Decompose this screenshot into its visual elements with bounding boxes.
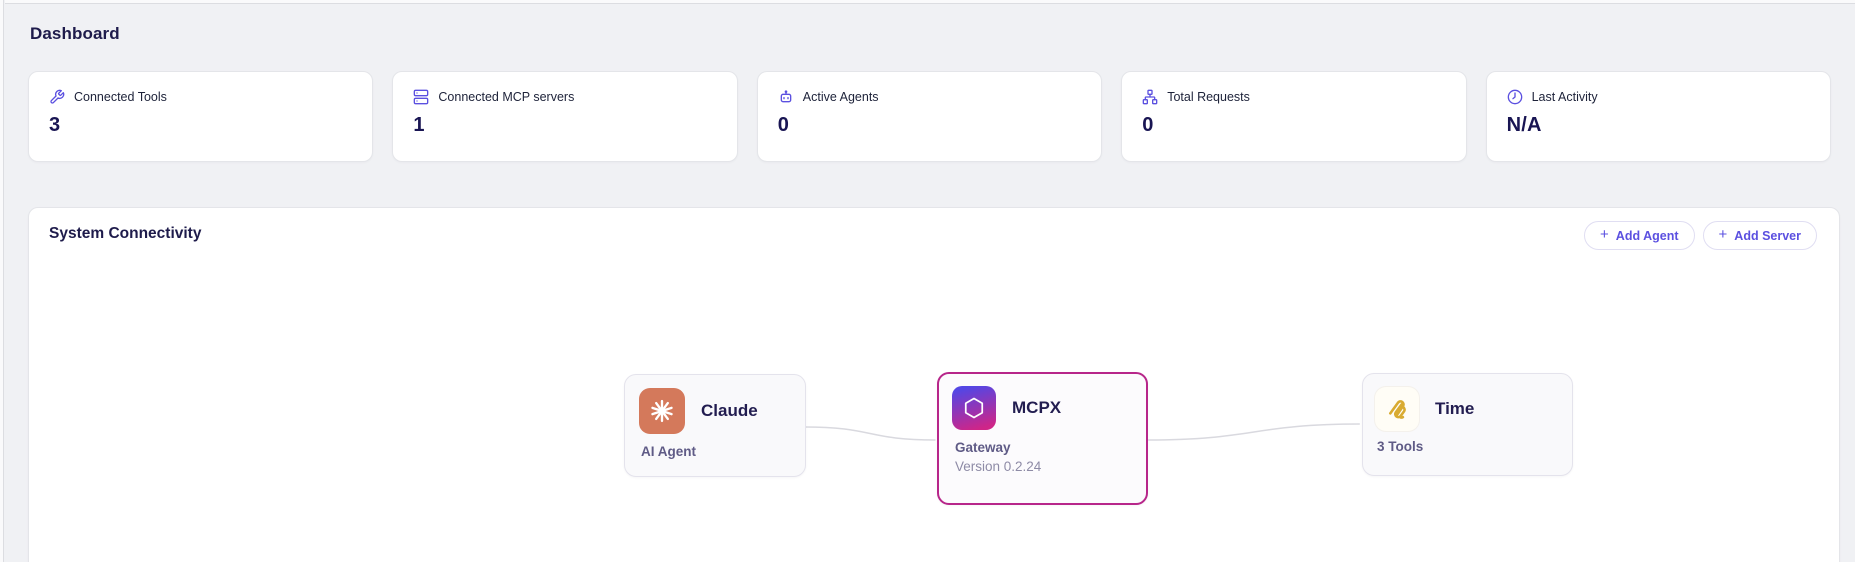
stat-value: 0: [1142, 114, 1154, 136]
app-left-edge: [0, 0, 4, 562]
node-time[interactable]: Time 3 Tools: [1362, 373, 1573, 476]
server-icon: [414, 89, 429, 105]
section-actions: + Add Agent + Add Server: [1584, 221, 1817, 250]
stat-label: Connected Tools: [74, 90, 167, 104]
node-name: Claude: [701, 401, 758, 420]
claude-logo-icon: [639, 388, 685, 434]
node-name: Time: [1435, 399, 1475, 418]
stat-label: Active Agents: [802, 90, 879, 104]
node-version: Version 0.2.24: [955, 459, 1042, 474]
page-title: Dashboard: [30, 24, 120, 43]
add-server-label: Add Server: [1734, 228, 1801, 243]
bot-icon: [780, 90, 792, 103]
mcp-time-icon: [1375, 387, 1419, 431]
stat-value: 3: [49, 114, 61, 136]
stat-value: 1: [413, 114, 425, 136]
section-title: System Connectivity: [49, 225, 202, 242]
stats-row: Connected Tools 3 Connected MCP servers …: [28, 71, 1831, 162]
stat-card-total-requests: Total Requests 0: [1121, 71, 1467, 162]
stat-card-connected-tools: Connected Tools 3: [28, 71, 374, 162]
add-server-button[interactable]: + Add Server: [1702, 221, 1817, 250]
dashboard-page: Dashboard Connected Tools 3 Connected MC…: [5, 5, 1855, 562]
plus-icon: +: [1600, 226, 1609, 243]
stat-card-active-agents: Active Agents 0: [756, 71, 1103, 162]
add-agent-button[interactable]: + Add Agent: [1584, 221, 1695, 250]
stat-label: Connected MCP servers: [438, 90, 575, 104]
plus-icon: +: [1718, 226, 1728, 243]
network-icon: [1142, 89, 1158, 105]
node-subtitle: AI Agent: [641, 444, 696, 459]
app-top-edge: [5, 0, 1855, 4]
add-agent-label: Add Agent: [1615, 228, 1679, 243]
system-connectivity-panel: System Connectivity + Add Agent + Add Se…: [28, 207, 1840, 562]
stat-label: Last Activity: [1531, 90, 1598, 104]
stat-label: Total Requests: [1167, 90, 1250, 104]
edge-mcpx-time: [1148, 423, 1360, 441]
stat-value: N/A: [1506, 114, 1542, 136]
node-name: MCPX: [1012, 398, 1062, 417]
clock-icon: [1507, 89, 1522, 105]
node-subtitle: Gateway: [955, 440, 1011, 455]
node-mcpx[interactable]: MCPX Gateway Version 0.2.24: [937, 372, 1148, 505]
stat-card-last-activity: Last Activity N/A: [1485, 71, 1831, 162]
wrench-icon: [50, 89, 65, 104]
node-claude[interactable]: Claude AI Agent: [624, 374, 806, 477]
stat-value: 0: [777, 114, 790, 136]
node-subtitle: 3 Tools: [1377, 439, 1424, 454]
mcpx-hexagon-icon: [952, 386, 996, 430]
stat-card-connected-mcp-servers: Connected MCP servers 1: [392, 71, 738, 162]
connector-edges: [804, 423, 1360, 441]
edge-claude-mcpx: [804, 426, 936, 441]
